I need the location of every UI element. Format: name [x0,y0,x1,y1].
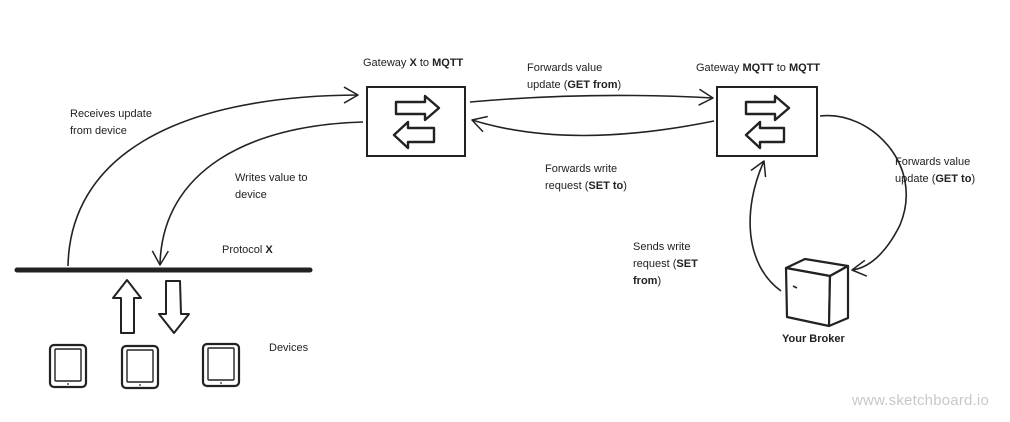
devices-label: Devices [269,342,309,354]
forwards-set-to-label: Forwards write request (SET to) [545,163,627,192]
forwards-set-to-arrow [471,115,715,137]
protocol-label: Protocol X [222,244,273,256]
forwards-get-to-label: Forwards value update (GET to) [895,156,976,185]
gateway-icon [392,94,441,150]
gateway-mqtt-box [716,86,818,157]
gateway-x-box [366,86,466,157]
receives-update-arrow [67,86,359,267]
broker-box-icon [784,257,850,328]
forwards-get-from-arrow [469,88,714,106]
up-block-arrow [112,279,142,334]
writes-value-arrow [151,121,364,266]
forwards-get-from-label: Forwards value update (GET from) [527,62,622,91]
tablet-icon [120,344,160,390]
writes-value-label: Writes value to device [235,172,308,201]
sends-set-from-label: Sends write request (SET from) [633,241,698,287]
down-block-arrow [158,280,190,334]
receives-update-label: Receives update from device [70,108,152,137]
sends-set-from-arrow [749,160,782,292]
forwards-get-to-arrow [819,114,907,277]
gateway-mqtt-label: Gateway MQTT to MQTT [696,62,821,74]
watermark: www.sketchboard.io [852,392,989,409]
tablet-icon [48,343,88,389]
gateway-x-label: Gateway X to MQTT [363,57,464,69]
broker-label: Your Broker [782,333,845,345]
gateway-icon [744,94,791,150]
tablet-icon [201,342,241,388]
